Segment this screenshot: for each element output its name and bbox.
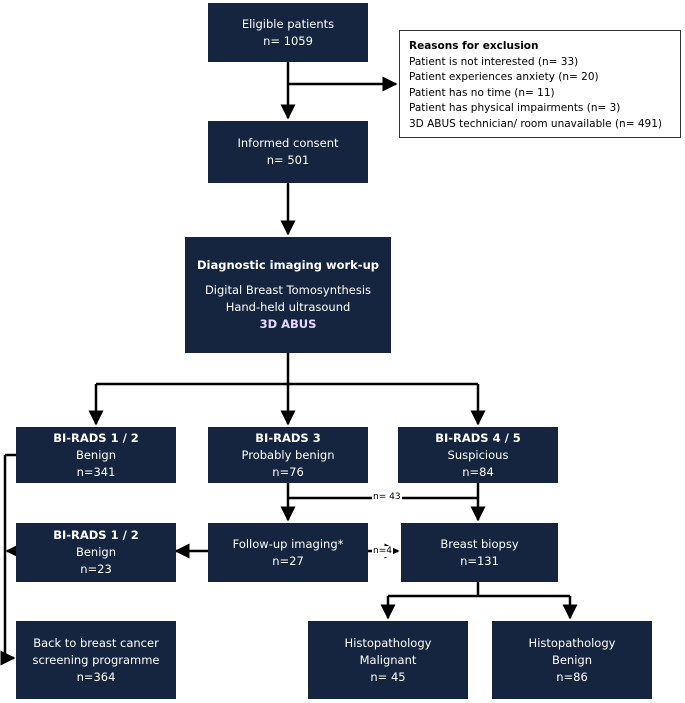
biopsy-title: Breast biopsy (440, 536, 519, 551)
benign-line-2: Benign (551, 652, 593, 667)
biopsy-count: n=131 (460, 553, 499, 568)
birads45-sub: Suspicious (447, 447, 509, 462)
birads12-title: BI-RADS 1 / 2 (53, 430, 139, 445)
histopathology-benign-box: Histopathology Benign n=86 (492, 621, 652, 699)
birads3-title: BI-RADS 3 (255, 430, 321, 445)
exclusion-item: 3D ABUS technician/ room unavailable (n=… (409, 117, 662, 130)
benign-count: n=86 (556, 669, 588, 684)
birads12b-count: n=23 (80, 562, 112, 576)
workup-title: Diagnostic imaging work-up (197, 258, 379, 272)
histopathology-malignant-box: Histopathology Malignant n= 45 (308, 621, 468, 699)
birads45-title: BI-RADS 4 / 5 (435, 430, 521, 445)
birads12-sub: Benign (75, 447, 117, 462)
workup-line-2: Hand-held ultrasound (225, 300, 351, 314)
exclusion-item: Patient has no time (n= 11) (409, 86, 555, 99)
birads-1-2-followup-box: BI-RADS 1 / 2 Benign n=23 (16, 523, 176, 582)
exclusion-item: Patient experiences anxiety (n= 20) (409, 71, 599, 83)
birads12b-sub: Benign (75, 545, 117, 559)
consent-count: n= 501 (266, 153, 310, 167)
birads-4-5-box: BI-RADS 4 / 5 Suspicious n=84 (398, 427, 558, 483)
screening-count: n=364 (76, 669, 116, 684)
followup-count: n=27 (272, 553, 304, 568)
eligible-title: Eligible patients (241, 16, 335, 31)
benign-line-1: Histopathology (528, 635, 616, 650)
birads3-count: n=76 (272, 464, 304, 479)
screening-programme-box: Back to breast cancer screening programm… (16, 621, 176, 699)
birads-3-box: BI-RADS 3 Probably benign n=76 (208, 427, 368, 483)
exclusion-reasons-box: Reasons for exclusion Patient is not int… (399, 30, 681, 138)
birads45-count: n=84 (462, 464, 494, 479)
edge-label-n4: n=4 (372, 546, 393, 557)
informed-consent-box: Informed consent n= 501 (208, 121, 368, 183)
birads12-count: n=341 (76, 464, 116, 479)
workup-line-1: Digital Breast Tomosynthesis (204, 283, 372, 297)
breast-biopsy-box: Breast biopsy n=131 (401, 523, 558, 582)
malignant-count: n= 45 (370, 669, 406, 684)
screening-line-1: Back to breast cancer (33, 635, 159, 650)
exclusion-title: Reasons for exclusion (409, 40, 539, 52)
malignant-line-1: Histopathology (344, 635, 432, 650)
workup-line-3: 3D ABUS (259, 317, 317, 331)
edge-label-n43: n= 43 (372, 492, 402, 503)
followup-title: Follow-up imaging* (232, 536, 344, 551)
birads12b-title: BI-RADS 1 / 2 (53, 528, 139, 542)
eligible-count: n= 1059 (263, 33, 313, 48)
consent-title: Informed consent (237, 136, 339, 150)
followup-imaging-box: Follow-up imaging* n=27 (208, 523, 368, 582)
exclusion-item: Patient has physical impairments (n= 3) (409, 102, 621, 114)
birads3-sub: Probably benign (241, 447, 335, 462)
exclusion-item: Patient is not interested (n= 33) (409, 55, 579, 68)
birads-1-2-box: BI-RADS 1 / 2 Benign n=341 (16, 427, 176, 483)
screening-line-2: screening programme (32, 652, 160, 667)
malignant-line-2: Malignant (359, 652, 417, 667)
eligible-patients-box: Eligible patients n= 1059 (208, 3, 368, 62)
workup-box: Diagnostic imaging work-up Digital Breas… (185, 237, 391, 353)
